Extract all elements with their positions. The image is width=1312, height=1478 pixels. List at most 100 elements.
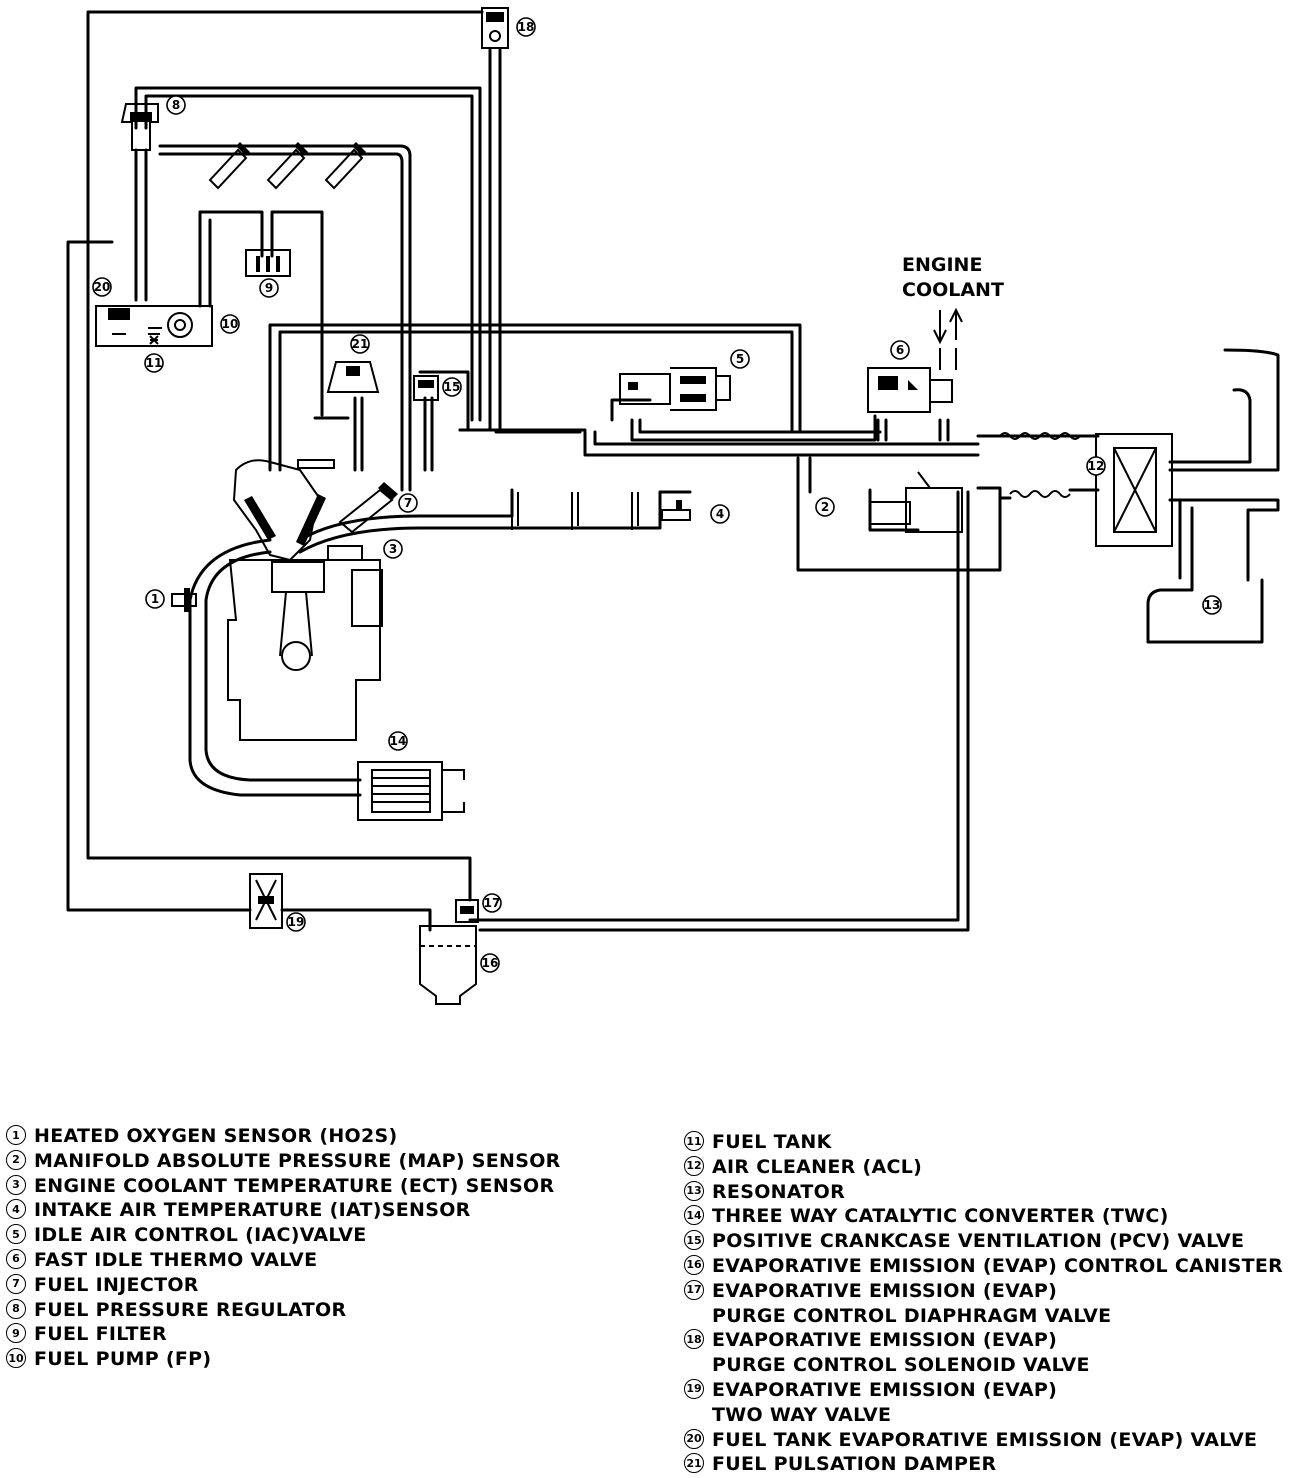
legend-number: 17 xyxy=(684,1279,704,1300)
legend-number: 15 xyxy=(684,1230,704,1251)
callout-4: 4 xyxy=(710,504,730,524)
svg-text:13: 13 xyxy=(1204,598,1221,612)
legend-label-line2: TWO WAY VALVE xyxy=(712,1403,892,1426)
svg-text:12: 12 xyxy=(1088,459,1105,473)
hose-damper xyxy=(313,396,364,472)
legend-label: FUEL INJECTOR xyxy=(34,1273,199,1296)
fuel-pulsation-damper xyxy=(326,361,380,393)
legend-label: RESONATOR xyxy=(712,1180,846,1203)
iat-sensor xyxy=(661,500,691,521)
purge-diaphragm-valve xyxy=(455,899,479,923)
callout-19: 19 xyxy=(286,912,306,932)
svg-text:16: 16 xyxy=(482,956,499,970)
callout-15: 15 xyxy=(442,377,462,397)
ect-sensor xyxy=(327,545,383,627)
legend-number: 1 xyxy=(6,1125,26,1145)
legend-number: 13 xyxy=(684,1180,704,1201)
air-inlet-duct xyxy=(976,434,1100,500)
legend-number: 11 xyxy=(684,1131,704,1151)
fuel-filter xyxy=(245,249,291,277)
legend-item-1: 1 HEATED OXYGEN SENSOR (HO2S) xyxy=(6,1124,561,1149)
hose-iac xyxy=(610,398,882,442)
legend-number: 18 xyxy=(684,1329,704,1350)
callout-11: 11 xyxy=(144,353,164,373)
svg-text:11: 11 xyxy=(146,356,163,370)
annotation-engine: ENGINE xyxy=(902,254,982,276)
svg-text:2: 2 xyxy=(821,500,829,514)
evap-canister xyxy=(419,925,477,1005)
fuel-line-to-tank xyxy=(134,148,148,302)
svg-text:18: 18 xyxy=(518,20,535,34)
callout-1: 1 xyxy=(145,589,165,609)
legend-label: EVAPORATIVE EMISSION (EVAP)PURGE CONTROL… xyxy=(712,1279,1111,1329)
legend-label: IDLE AIR CONTROL (IAC)VALVE xyxy=(34,1224,367,1247)
purge-solenoid-valve xyxy=(481,7,509,49)
engine-fuel-injector xyxy=(338,482,398,534)
hose-pcv-intake xyxy=(268,323,802,472)
legend-label: INTAKE AIR TEMPERATURE (IAT)SENSOR xyxy=(34,1199,471,1222)
legend-number: 14 xyxy=(684,1205,704,1226)
emission-system-schematic: ENGINE COOLANT 1 2 3 4 5 6 7 8 9 10 11 1… xyxy=(66,7,1280,1005)
legend-label: FUEL PUMP (FP) xyxy=(34,1348,212,1371)
svg-text:5: 5 xyxy=(736,352,744,366)
legend-number: 21 xyxy=(684,1453,704,1474)
svg-text:4: 4 xyxy=(716,507,724,521)
callout-17: 17 xyxy=(482,893,502,913)
legend-number: 10 xyxy=(6,1348,26,1369)
legend-label: FAST IDLE THERMO VALVE xyxy=(34,1248,318,1271)
hose-evap-purge-vertical xyxy=(488,48,502,430)
callout-21: 21 xyxy=(350,334,370,354)
legend-label: FUEL TANK EVAPORATIVE EMISSION (EVAP) VA… xyxy=(712,1428,1258,1451)
legend-label: FUEL PULSATION DAMPER xyxy=(712,1453,997,1476)
callout-20: 20 xyxy=(92,277,112,297)
callout-10: 10 xyxy=(220,314,240,334)
svg-text:3: 3 xyxy=(389,542,397,556)
legend-label: HEATED OXYGEN SENSOR (HO2S) xyxy=(34,1125,398,1147)
svg-text:15: 15 xyxy=(444,380,461,394)
fuel-rail xyxy=(158,144,412,492)
legend-number: 5 xyxy=(6,1224,26,1245)
legend-number: 16 xyxy=(684,1254,704,1275)
svg-text:20: 20 xyxy=(94,280,111,294)
exhaust-pipe xyxy=(188,538,362,797)
callout-18: 18 xyxy=(516,17,536,37)
svg-text:14: 14 xyxy=(390,734,407,748)
air-cleaner-corrugation xyxy=(999,432,1081,498)
fast-idle-thermo-valve xyxy=(867,348,957,413)
callout-8: 8 xyxy=(166,95,186,115)
legend-label-line2: PURGE CONTROL SOLENOID VALVE xyxy=(712,1354,1090,1377)
annotation-coolant: COOLANT xyxy=(902,279,1004,301)
legend-item-5: 5 IDLE AIR CONTROL (IAC)VALVE xyxy=(6,1223,561,1248)
legend-item-21: 21 FUEL PULSATION DAMPER xyxy=(684,1452,1283,1477)
legend-number: 6 xyxy=(6,1248,26,1269)
svg-text:6: 6 xyxy=(896,343,904,357)
callout-7: 7 xyxy=(398,493,418,513)
air-cleaner xyxy=(1095,433,1173,547)
hose-regulator-loop xyxy=(134,86,482,422)
legend-number: 3 xyxy=(6,1174,26,1195)
catalytic-converter xyxy=(357,761,465,821)
callout-2: 2 xyxy=(815,497,835,517)
legend-number: 9 xyxy=(6,1323,26,1344)
pcv-valve xyxy=(413,375,439,401)
svg-text:10: 10 xyxy=(222,317,239,331)
hose-evap-outer-loop xyxy=(66,10,484,932)
fuel-filter-lines xyxy=(198,210,324,417)
legend-label: FUEL FILTER xyxy=(34,1323,167,1346)
svg-text:17: 17 xyxy=(484,896,501,910)
runner-stubs xyxy=(511,492,639,530)
fuel-tank xyxy=(95,305,213,347)
fuel-pressure-regulator xyxy=(120,103,159,151)
callout-6: 6 xyxy=(890,340,910,360)
callout-9: 9 xyxy=(259,278,279,298)
